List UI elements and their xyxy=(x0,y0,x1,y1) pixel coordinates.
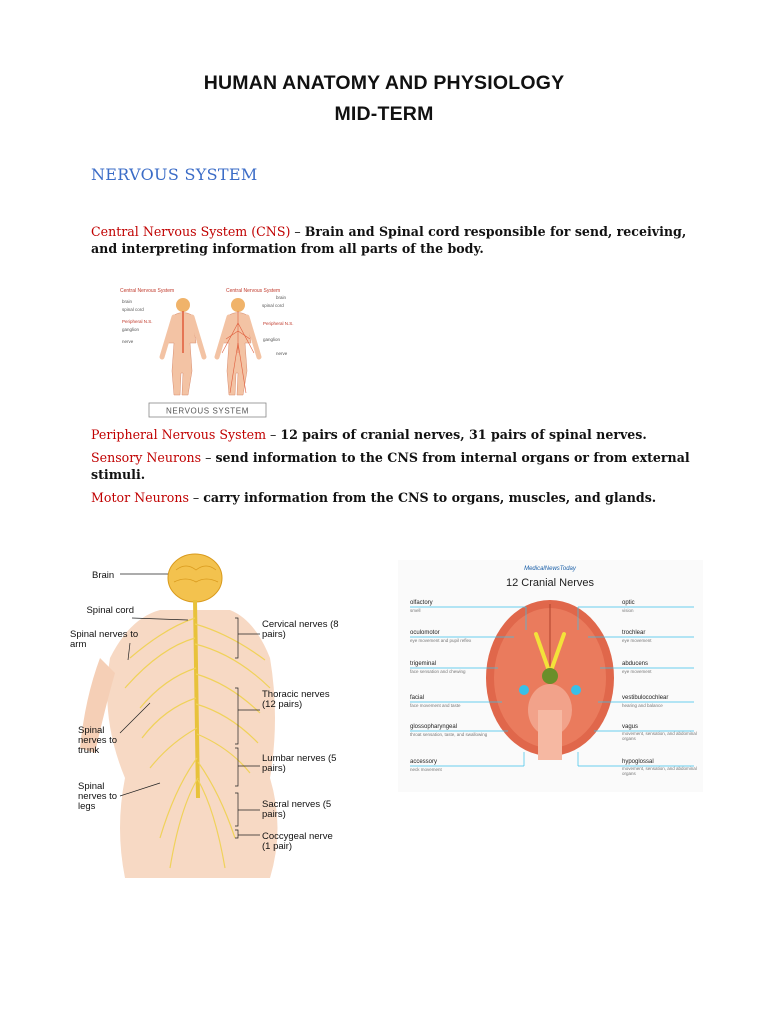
nerve-name-facial: facial xyxy=(410,695,424,701)
spinal-cord-line xyxy=(193,599,200,799)
paragraph-sensory: Sensory Neurons – send information to th… xyxy=(91,449,691,483)
cns-right-label-ganglion: ganglion xyxy=(263,337,281,342)
cns-left-label-brain: brain xyxy=(122,299,133,304)
cns-right-label-nerve: nerve xyxy=(276,351,288,356)
nerve-desc-vestibulocochlear: hearing and balance xyxy=(622,703,663,708)
cns-right-label-pns: Peripheral N.S. xyxy=(263,321,294,326)
cns-left-label-nerve: nerve xyxy=(122,339,134,344)
spine-label-spinal-cord: Spinal cord xyxy=(86,606,134,616)
cns-right-body xyxy=(214,298,262,396)
nerve-desc-facial: face movement and taste xyxy=(410,703,461,708)
definition-cns: Brain and Spinal cord responsible for se… xyxy=(91,224,687,256)
definition-sensory: send information to the CNS from interna… xyxy=(91,450,690,482)
nerve-name-trochlear: trochlear xyxy=(622,630,645,636)
cranial-title: 12 Cranial Nerves xyxy=(506,577,595,589)
definition-pns: 12 pairs of cranial nerves, 31 pairs of … xyxy=(280,427,647,442)
cranial-brand: MedicalNewsToday xyxy=(524,566,577,572)
spine-label-coccygeal: Coccygeal nerve (1 pair) xyxy=(262,832,333,852)
term-dash: – xyxy=(266,427,281,442)
nerve-desc-trigeminal: face sensation and chewing xyxy=(410,669,466,674)
cns-right-label-spinal-cord: spinal cord xyxy=(262,303,284,308)
cns-left-label-pns: Peripheral N.S. xyxy=(122,319,153,324)
nerve-desc-vagus: movement, sensation, and abdominal organ… xyxy=(622,731,697,741)
nerve-name-optic: optic xyxy=(622,600,635,606)
nerve-name-hypoglossal: hypoglossal xyxy=(622,759,654,765)
nerve-name-oculomotor: oculomotor xyxy=(410,630,440,636)
spine-label-sacral: Sacral nerves (5 pairs) xyxy=(262,800,332,820)
nerve-name-vestibulocochlear: vestibulocochlear xyxy=(622,695,668,701)
term-pns: Peripheral Nervous System xyxy=(91,427,267,442)
nerve-name-olfactory: olfactory xyxy=(410,600,433,606)
document-title-line-2: MID-TERM xyxy=(334,103,434,125)
spinal-nerves-figure: Brain Spinal cord Spinal nerves to arm S… xyxy=(70,553,339,878)
cns-right-header: Central Nervous System xyxy=(226,288,280,294)
paragraph-cns: Central Nervous System (CNS) – Brain and… xyxy=(91,223,691,257)
paragraph-pns: Peripheral Nervous System – 12 pairs of … xyxy=(91,426,691,443)
spine-label-nerves-legs: Spinal nerves to legs xyxy=(78,782,118,812)
spine-label-thoracic: Thoracic nerves (12 pairs) xyxy=(262,690,330,710)
nerve-desc-olfactory: smell xyxy=(410,608,421,613)
nerve-desc-oculomotor: eye movement and pupil reflex xyxy=(410,638,472,643)
term-dash: – xyxy=(290,224,305,239)
brain-illustration xyxy=(486,600,614,760)
paragraph-motor: Motor Neurons – carry information from t… xyxy=(91,489,691,506)
nerve-desc-abducens: eye movement xyxy=(622,669,652,674)
torso-outline xyxy=(80,610,278,878)
term-sensory: Sensory Neurons xyxy=(91,450,202,465)
spine-label-nerves-trunk: Spinal nerves to trunk xyxy=(78,726,118,756)
spine-label-nerves-arm: Spinal nerves to arm xyxy=(70,630,139,650)
spine-label-cervical: Cervical nerves (8 pairs) xyxy=(262,620,339,640)
term-cns: Central Nervous System (CNS) xyxy=(91,224,291,239)
section-heading: NERVOUS SYSTEM xyxy=(91,165,258,184)
cns-caption-box xyxy=(148,402,267,418)
cns-left-label-spinal-cord: spinal cord xyxy=(122,307,144,312)
cns-left-header: Central Nervous System xyxy=(120,288,174,294)
cns-left-label-ganglion: ganglion xyxy=(122,327,140,332)
nerve-name-trigeminal: trigeminal xyxy=(410,661,436,667)
nerve-name-glossopharyngeal: glossopharyngeal xyxy=(410,724,457,730)
spine-label-brain: Brain xyxy=(92,570,114,581)
term-motor: Motor Neurons xyxy=(91,490,189,505)
cns-caption: NERVOUS SYSTEM xyxy=(166,407,249,416)
document-title-line-1: HUMAN ANATOMY AND PHYSIOLOGY xyxy=(203,72,565,94)
cranial-nerves-figure: MedicalNewsToday 12 Cranial Nerves olfac… xyxy=(398,560,703,792)
nerve-name-accessory: accessory xyxy=(410,759,437,765)
cns-right-label-brain: brain xyxy=(276,295,287,300)
nerve-name-abducens: abducens xyxy=(622,661,648,667)
cns-figure: Central Nervous System Central Nervous S… xyxy=(120,288,294,418)
term-dash: – xyxy=(188,490,204,505)
nerve-desc-trochlear: eye movement xyxy=(622,638,652,643)
cns-left-body xyxy=(159,298,207,396)
nerve-desc-optic: vision xyxy=(622,608,634,613)
term-dash: – xyxy=(201,450,216,465)
nerve-desc-glossopharyngeal: throat sensation, taste, and swallowing xyxy=(410,732,488,737)
nerve-desc-accessory: neck movement xyxy=(410,767,443,772)
nerve-name-vagus: vagus xyxy=(622,724,638,730)
brain-shape xyxy=(167,553,223,603)
definition-motor: carry information from the CNS to organs… xyxy=(203,490,657,505)
nerve-desc-hypoglossal: movement, sensation, and abdominal organ… xyxy=(622,766,697,776)
spine-label-lumbar: Lumbar nerves (5 pairs) xyxy=(262,754,337,774)
